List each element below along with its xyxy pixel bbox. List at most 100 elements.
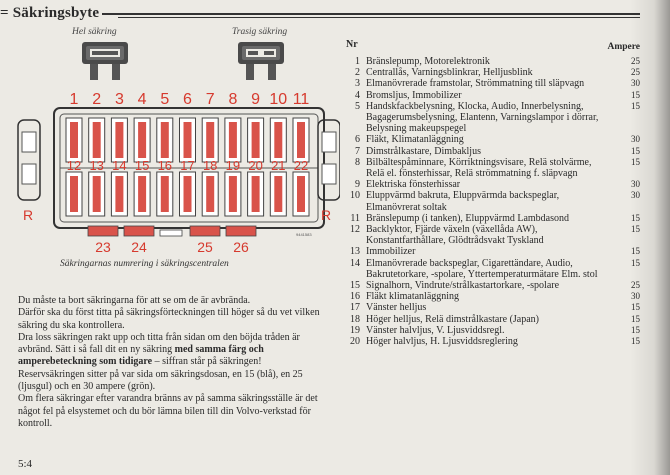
fuse-description: Vänster halvljus, V. Ljusviddsregl. (366, 324, 505, 336)
bottom-connector (159, 229, 183, 237)
instruction-p3-bold: med samma färg och amperebeteckning som … (18, 344, 264, 368)
fuse-description: Centrallås, Varningsblinkrar, Helljusbli… (366, 67, 533, 79)
page-edge-shadow (630, 0, 670, 475)
mid-fuse (138, 176, 147, 212)
instruction-p3: Dra loss säkringen rakt upp och titta fr… (18, 332, 326, 393)
fuse-description: Handskfackbelysning, Klocka, Audio, Inne… (366, 100, 584, 112)
fuse-description: Signalhorn, Vindrute/strålkastartorkare,… (366, 280, 560, 292)
top-fuse (115, 122, 124, 158)
fuse-position-number: 19 (226, 158, 240, 173)
table-header-ampere: Ampere (607, 42, 640, 52)
top-fuse (251, 122, 260, 158)
fuse-description: Vänster helljus (366, 302, 427, 314)
diagram-caption: Säkringarnas numrering i säkringscentral… (60, 259, 229, 269)
top-fuse (92, 122, 101, 158)
fuse-ampere: 30 (618, 134, 640, 145)
fuse-number: 3 (355, 78, 360, 90)
fuse-ampere: 15 (618, 146, 640, 157)
table-row: Bakrutetorkare, -spolare, Yttertemperatu… (340, 269, 640, 280)
mid-fuse (297, 176, 305, 212)
fuse-position-number: 7 (206, 91, 215, 108)
table-row: Elmanövrerat soltak (340, 202, 640, 213)
instruction-text: Du måste ta bort säkringarna för att se … (18, 295, 326, 430)
fuse-description: Fläkt klimatanläggning (366, 291, 460, 303)
table-row: Konstantfarthållare, Glödtrådsvakt Tyskl… (340, 235, 640, 246)
heading-dash: = (0, 5, 9, 21)
fuse-description: Backlyktor, Fjärde växeln (växellåda AW)… (366, 224, 538, 236)
table-row: 7 Dimstrålkastare, Dimbakljus 15 (340, 146, 640, 157)
fuse-number: 8 (355, 156, 360, 168)
fuse-position-number: 1 (70, 91, 79, 108)
fuse-description: Höger halvljus, H. Ljusviddsreglering (366, 336, 518, 348)
fuse-number: 10 (350, 190, 360, 202)
label-broken-fuse: Trasig säkring (232, 27, 288, 37)
fuse-position-number: 17 (180, 158, 194, 173)
fuse-position-number: 9 (251, 91, 260, 108)
fuse-ampere: 15 (618, 213, 640, 224)
header-rule-thin (118, 17, 640, 18)
fuse-number: 16 (350, 291, 360, 303)
fuse-number (340, 235, 366, 246)
fuse-description: Elmanövrerade framstolar, Strömmatning t… (366, 78, 585, 90)
fuse-position-number: 5 (160, 91, 169, 108)
mid-fuse (228, 176, 237, 212)
fuse-number (340, 269, 366, 280)
broken-fuse-icon (238, 42, 284, 80)
top-fuse (206, 122, 215, 158)
fuse-ampere: 15 (618, 314, 640, 325)
fuse-number: 15 (350, 280, 360, 292)
fuse-position-number: 3 (115, 91, 124, 108)
fuse-description: Höger helljus, Relä dimstrålkastare (Jap… (366, 313, 539, 325)
fuse-description: Dimstrålkastare, Dimbakljus (366, 145, 481, 157)
fuse-position-number: 4 (138, 91, 147, 108)
right-reserve-holder (317, 119, 340, 201)
top-fuse (70, 122, 78, 158)
top-fuse (138, 122, 147, 158)
fuse-ampere: 30 (618, 190, 640, 201)
fuse-position-number: 11 (293, 91, 310, 108)
fuse-position-number: 20 (248, 158, 262, 173)
top-fuse (297, 122, 305, 158)
fuse-number: 4 (355, 89, 360, 101)
fuse-number: 13 (350, 246, 360, 258)
fuse-position-number: 21 (271, 158, 285, 173)
bottom-fuse (123, 225, 155, 237)
top-fuse (228, 122, 237, 158)
instruction-p3-a: Dra loss säkringen rakt upp och titta fr… (18, 331, 300, 356)
page-heading: = Säkringsbyte (0, 4, 103, 22)
label-ok-fuse: Hel säkring (72, 27, 117, 37)
mid-fuse (92, 176, 101, 212)
fuse-number: 17 (350, 302, 360, 314)
fuse-number (340, 202, 366, 213)
mid-fuse (160, 176, 169, 212)
fuse-description: Elmanövrerade backspeglar, Cigarettändar… (366, 257, 573, 269)
fuse-number: 6 (355, 134, 360, 146)
bottom-fuse (225, 225, 257, 237)
right-reserve-slot-2 (321, 163, 337, 185)
fuse-position-number: 6 (183, 91, 192, 108)
side-label-left: R (23, 207, 33, 223)
mid-fuse (115, 176, 124, 212)
fuse-number: 9 (355, 179, 360, 191)
fuse-number: 2 (355, 67, 360, 79)
table-row: Relä el. fönsterhissar, Relä strömmatnin… (340, 168, 640, 179)
instruction-p3-b: – siffran står på säkringen! Reservsäkri… (18, 356, 303, 393)
fuse-position-number: 13 (89, 158, 103, 173)
fuse-ampere: 15 (618, 246, 640, 257)
fuse-description: Bränslepump (i tanken), Eluppvärmd Lambd… (366, 212, 570, 224)
fuse-description: Relä el. fönsterhissar, Relä strömmatnin… (366, 168, 578, 180)
fuse-ampere: 25 (618, 280, 640, 291)
fuse-position-number: 12 (67, 158, 81, 173)
table-row: 3 Elmanövrerade framstolar, Strömmatning … (340, 78, 640, 89)
fuse-number (340, 112, 366, 123)
fuse-number: 7 (355, 145, 360, 157)
page-number: 5:4 (18, 458, 33, 470)
top-fuse (160, 122, 169, 158)
